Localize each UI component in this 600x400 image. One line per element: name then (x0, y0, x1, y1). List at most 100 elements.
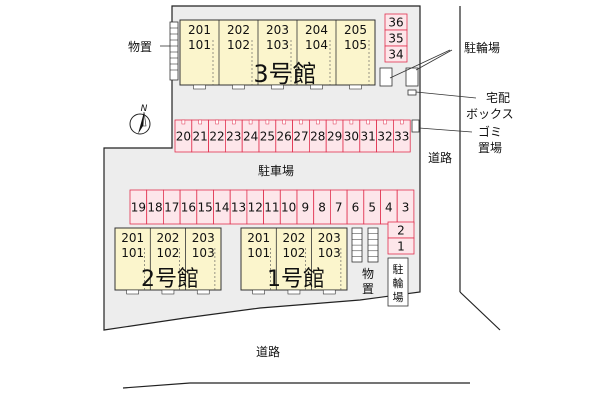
parking-space-number: 24 (243, 129, 258, 143)
unit-label-upper: 201 (121, 231, 144, 245)
building-name: 3号館 (253, 60, 316, 88)
unit-label-lower: 105 (344, 38, 367, 52)
parking-space-number: 35 (388, 31, 403, 45)
unit-entrance (349, 84, 362, 90)
storage-bottom-label-2: 置 (362, 282, 374, 296)
bicycle-bottom-label-char: 場 (393, 291, 404, 304)
building-2 (114, 227, 222, 291)
north-arrow (129, 111, 151, 135)
parking-space-number: 20 (176, 129, 191, 143)
unit-label-lower: 103 (192, 246, 215, 260)
unit-entrance (196, 289, 210, 295)
building-name: 1号館 (267, 267, 325, 292)
parking-space-number: 21 (193, 129, 208, 143)
parking-space-number: 22 (209, 129, 224, 143)
unit-entrance (310, 84, 323, 90)
wheel-stop (299, 119, 303, 125)
garbage-leader (418, 127, 473, 133)
parking-space-number: 29 (327, 129, 342, 143)
parking-space-number: 4 (385, 200, 393, 214)
parking-space-number: 7 (335, 200, 343, 214)
garbage-label-2: 置場 (478, 141, 502, 155)
parking-space-number: 2 (397, 223, 405, 237)
parking-space-number: 30 (344, 129, 359, 143)
parking-space-number: 27 (293, 129, 308, 143)
unit-label-lower: 102 (227, 38, 250, 52)
delivery-box (407, 89, 417, 96)
parking-space-number: 28 (310, 129, 325, 143)
parking-space-number: 5 (368, 200, 376, 214)
unit-label-upper: 201 (188, 23, 211, 37)
wheel-stop (248, 119, 253, 125)
unit-entrance (271, 84, 284, 90)
unit-label-upper: 205 (344, 23, 367, 37)
storage-shed-top (169, 21, 179, 81)
unit-label-lower: 103 (266, 38, 289, 52)
storage-bottom-label-1: 物 (362, 267, 374, 281)
parking-space-number: 12 (248, 200, 263, 214)
unit-label-lower: 101 (121, 246, 144, 260)
wheel-stop (349, 119, 354, 125)
parking-space-number: 8 (318, 200, 326, 214)
parking-space-number: 25 (260, 129, 275, 143)
bicycle-top-leader-1 (389, 49, 451, 79)
parking-space-number: 16 (181, 200, 196, 214)
building-3 (179, 19, 376, 86)
building-1 (240, 227, 348, 291)
parking-space-number: 18 (147, 200, 162, 214)
parking-space-number: 13 (231, 200, 246, 214)
parking-space-number: 11 (264, 200, 279, 214)
road-right-label: 道路 (428, 150, 452, 165)
parking-space (384, 45, 408, 63)
wheel-stop (232, 119, 236, 125)
storage-shed-top-lines (170, 27, 178, 71)
garbage-station (411, 119, 420, 133)
unit-label-lower: 104 (305, 38, 328, 52)
bicycle-box-1 (379, 67, 393, 87)
unit-entrance (322, 289, 336, 295)
wheel-stop (181, 119, 186, 125)
parking-space-number: 1 (397, 239, 405, 253)
road-bottom-label: 道路 (256, 344, 280, 359)
wheel-stop (316, 119, 320, 125)
parking-space-number: 34 (388, 47, 403, 61)
unit-label-upper: 203 (192, 231, 215, 245)
unit-label-lower: 101 (188, 38, 211, 52)
parking-space-number: 9 (302, 200, 310, 214)
wheel-stop (332, 119, 337, 125)
parking-space-number: 36 (388, 15, 403, 29)
unit-entrance (193, 84, 206, 90)
wheel-stop (198, 119, 202, 125)
parking-space-number: 15 (198, 200, 213, 214)
parking-space-number: 10 (281, 200, 296, 214)
unit-label-upper: 202 (156, 231, 179, 245)
bicycle-box-2 (405, 67, 419, 87)
garbage-label-1: ゴミ (478, 124, 502, 139)
wheel-stop (383, 119, 387, 125)
parking-lot-label: 駐車場 (258, 163, 294, 178)
parking-space-number: 3 (402, 200, 410, 214)
unit-label-upper: 202 (282, 231, 305, 245)
bicycle-top-leader-2 (415, 49, 453, 71)
road-edge-bottom (122, 382, 191, 389)
wheel-stop (366, 119, 370, 125)
unit-label-upper: 204 (305, 23, 328, 37)
unit-label-lower: 102 (282, 246, 305, 260)
bicycle-box-bottom (387, 257, 409, 307)
bicycle-top-label: 駐輪場 (464, 40, 500, 55)
delivery-box-label-1: 宅配 (486, 90, 510, 105)
bicycle-bottom-label-char: 輪 (393, 276, 404, 290)
unit-entrance (126, 289, 139, 295)
parking-space-number: 26 (277, 129, 292, 143)
unit-entrance (287, 289, 301, 295)
wheel-stop (265, 119, 270, 125)
parking-space (387, 237, 415, 255)
unit-entrance (252, 289, 265, 295)
unit-entrance (232, 84, 245, 90)
unit-label-lower: 103 (318, 246, 341, 260)
parking-space-number: 14 (214, 200, 229, 214)
delivery-box-leader (415, 91, 477, 99)
road-edge-right-diagonal (459, 291, 501, 331)
delivery-box-label-2: ボックス (466, 107, 514, 121)
